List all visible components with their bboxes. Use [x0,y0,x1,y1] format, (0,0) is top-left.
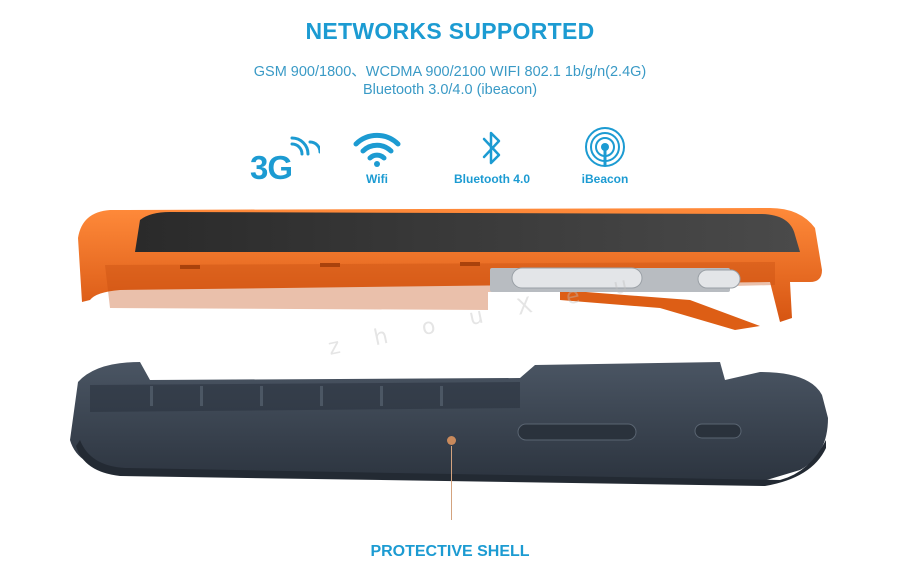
wifi-icon [353,132,401,167]
feature-ibeacon-label: iBeacon [581,172,629,186]
feature-3g-label: 3G [250,149,293,186]
page-title: NETWORKS SUPPORTED [305,18,595,44]
callout-line [451,446,452,520]
feature-bluetooth: Bluetooth 4.0 [437,126,547,186]
feature-ibeacon: iBeacon [550,126,660,186]
feature-wifi: Wifi [322,126,432,186]
bluetooth-icon [482,131,501,165]
callout-dot [447,436,456,445]
feature-wifi-label: Wifi [366,172,388,186]
protective-shell-label: PROTECTIVE SHELL [370,543,530,560]
orange-back-cover [78,208,822,330]
feature-bluetooth-label: Bluetooth 4.0 [453,172,530,186]
protective-shell [70,362,828,486]
bluetooth-spec-line: Bluetooth 3.0/4.0 (ibeacon) [362,82,538,98]
device-illustration: z h o u X e u [70,208,828,486]
3g-signal-icon [290,136,320,156]
ibeacon-icon [585,127,625,167]
network-spec-line: GSM 900/1800、WCDMA 900/2100 WIFI 802.1 1… [253,64,647,80]
